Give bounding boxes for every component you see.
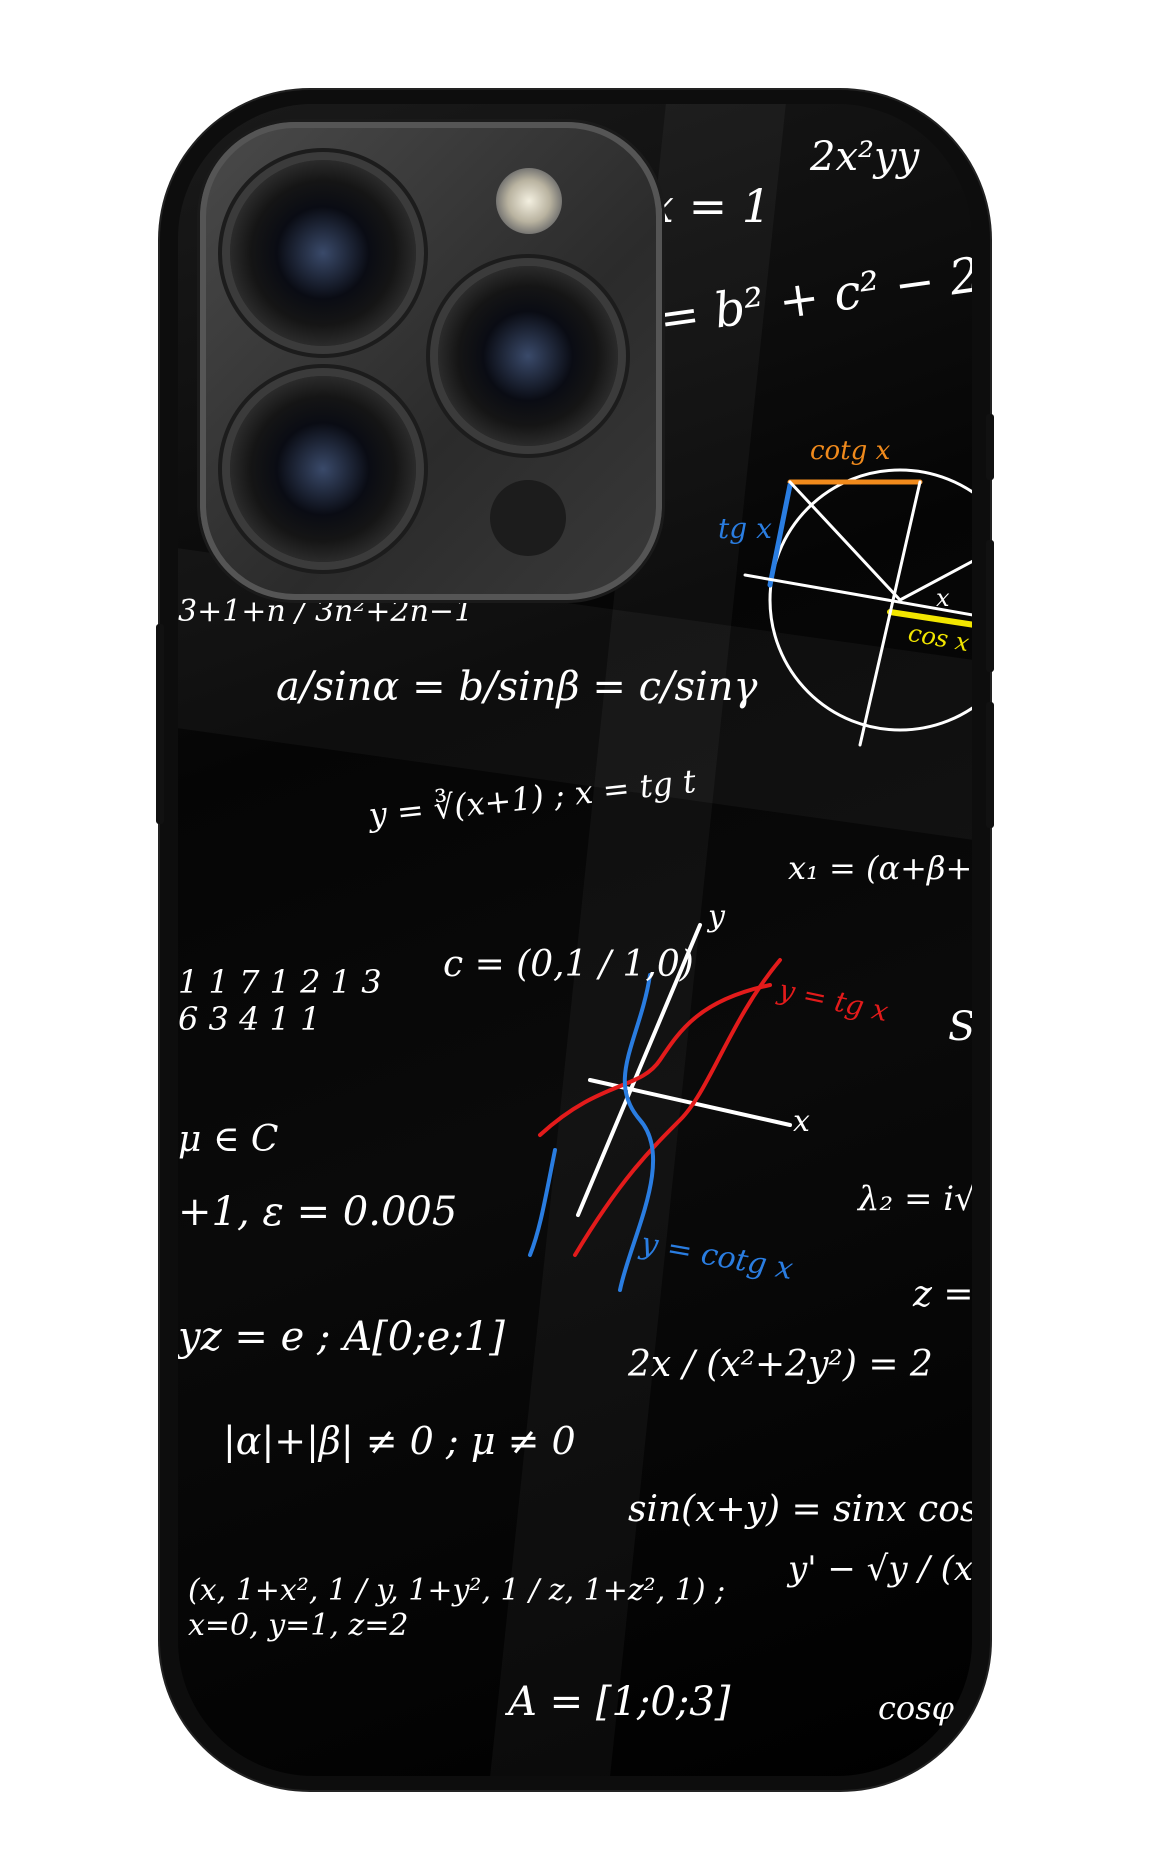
formula: z = bbox=[913, 1274, 972, 1315]
formula: 1 1 7 1 2 1 3 6 3 4 1 1 bbox=[178, 963, 382, 1038]
volume-down-button bbox=[986, 702, 994, 828]
formula: yz = e ; A[0;e;1] bbox=[178, 1314, 505, 1360]
tangent-graph bbox=[528, 923, 792, 1292]
camera-module bbox=[200, 122, 662, 600]
formula: c = (0,1 / 1,0) bbox=[443, 944, 694, 985]
x-axis-label: x bbox=[793, 1104, 810, 1139]
camera-lens-icon bbox=[438, 266, 618, 446]
formula: a/sinα = b/sinβ = c/sinγ bbox=[276, 664, 758, 710]
camera-lens-icon bbox=[230, 376, 416, 562]
angle-label: x bbox=[936, 584, 950, 612]
volume-up-button bbox=[986, 540, 994, 672]
math-drawings bbox=[528, 468, 972, 1292]
side-button bbox=[986, 414, 994, 480]
lidar-sensor-icon bbox=[490, 480, 566, 556]
formula: y' − √y / (x+2) = bbox=[788, 1549, 972, 1589]
formula: (x, 1+x², 1 / y, 1+y², 1 / z, 1+z², 1) ;… bbox=[188, 1573, 726, 1643]
unit-circle-diagram bbox=[743, 468, 972, 747]
formula: λ₂ = i√ bbox=[858, 1179, 972, 1219]
formula: S bbox=[948, 1004, 972, 1050]
formula: x = 1 bbox=[648, 179, 771, 233]
formula: 2x²yy bbox=[810, 134, 920, 180]
formula: cosφ bbox=[878, 1689, 955, 1727]
formula: μ ∈ C bbox=[178, 1119, 279, 1160]
formula: |α|+|β| ≠ 0 ; μ ≠ 0 bbox=[223, 1419, 576, 1463]
formula: A = [1;0;3] bbox=[508, 1679, 731, 1725]
formula: +1, ε = 0.005 bbox=[178, 1189, 458, 1235]
formula: sin(x+y) = sinx cos bbox=[628, 1489, 972, 1530]
camera-lens-icon bbox=[230, 160, 416, 346]
formula: 2x / (x²+2y²) = 2 bbox=[628, 1344, 933, 1385]
tan-label: tg x bbox=[718, 512, 772, 545]
formula: x₁ = (α+β+ / β² bbox=[788, 849, 972, 887]
action-button bbox=[156, 624, 164, 824]
cot-label: cotg x bbox=[810, 436, 891, 466]
y-axis-label: y bbox=[708, 899, 725, 934]
flash-icon bbox=[496, 168, 562, 234]
